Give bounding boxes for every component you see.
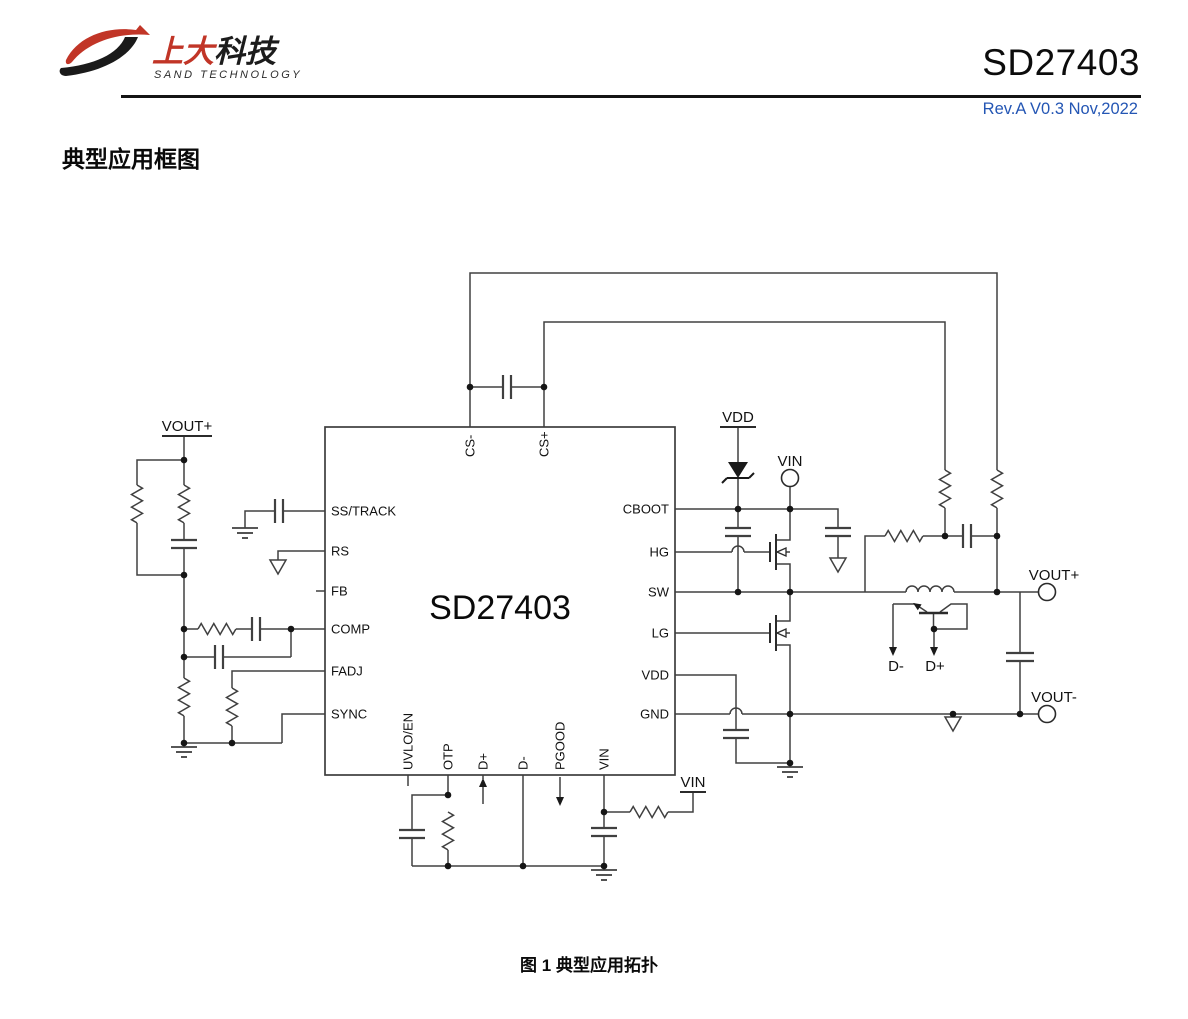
net-label-vout-minus: VOUT-: [1031, 689, 1077, 706]
vout-plus-terminal: [1037, 582, 1057, 602]
pin-label-fadj: FADJ: [331, 664, 363, 679]
bootstrap-zener-diode: [721, 462, 755, 484]
d-plus-pin-arrow: [479, 778, 487, 787]
pin-label-uvlo-en: UVLO/EN: [401, 713, 416, 770]
pin-label-vdd: VDD: [642, 668, 669, 683]
pin-label-hg: HG: [650, 545, 670, 560]
net-label-vdd: VDD: [722, 409, 754, 426]
logo-s-black-swoosh: [59, 37, 139, 76]
terminals: [162, 426, 1057, 793]
pin-label-rs: RS: [331, 544, 349, 559]
junction-dots: [180, 383, 1024, 870]
header-rule: [121, 95, 1141, 98]
resistor: [884, 528, 924, 544]
capacitor: [725, 526, 751, 538]
pin-label-sw: SW: [648, 585, 670, 600]
capacitor: [273, 499, 285, 523]
resistor: [176, 677, 192, 717]
net-label-vout-plus-left: VOUT+: [162, 418, 213, 435]
earth-ground-symbol: [591, 866, 617, 881]
resistor: [197, 621, 237, 637]
temp-sense-transistor: [913, 603, 948, 615]
vout-minus-terminal: [1037, 704, 1057, 724]
circuit-wires: [136, 272, 1038, 867]
capacitor: [501, 375, 513, 399]
resistor: [224, 687, 240, 727]
pin-label-d-plus: D+: [476, 753, 491, 770]
resistor: [129, 484, 145, 524]
capacitor: [961, 524, 973, 548]
pin-label-fb: FB: [331, 584, 348, 599]
pin-label-cs-plus: CS+: [537, 431, 552, 457]
ic-body: [324, 426, 676, 776]
d-plus-sense-arrow: [930, 647, 938, 656]
pin-label-gnd: GND: [640, 707, 669, 722]
low-side-mosfet: [769, 615, 787, 651]
ic-part-number: SD27403: [429, 589, 571, 627]
resistor: [989, 469, 1005, 509]
pin-label-comp: COMP: [331, 622, 370, 637]
pin-label-cboot: CBOOT: [623, 502, 669, 517]
pin-label-ss-track: SS/TRACK: [331, 504, 396, 519]
revision-text: Rev.A V0.3 Nov,2022: [982, 100, 1138, 118]
pin-label-vin: VIN: [597, 748, 612, 770]
resistor: [629, 804, 669, 820]
product-title: SD27403: [982, 42, 1140, 83]
pin-label-otp: OTP: [441, 743, 456, 770]
inductor-coil: [905, 585, 955, 593]
net-label-vin-top: VIN: [777, 453, 802, 470]
capacitor: [171, 538, 197, 550]
pin-label-sync: SYNC: [331, 707, 367, 722]
logo-cn-black: 科技: [214, 34, 280, 69]
pin-label-d-minus: D-: [516, 756, 531, 770]
net-label-vout-plus-right: VOUT+: [1029, 567, 1080, 584]
capacitor: [1006, 651, 1034, 663]
vin-terminal: [780, 468, 800, 488]
net-label-vin-bottom: VIN: [680, 774, 705, 791]
section-title: 典型应用框图: [62, 146, 200, 172]
ground-symbols: [171, 527, 963, 881]
logo-cn-red: 上大: [152, 34, 218, 69]
net-label-d-minus: D-: [888, 658, 904, 675]
net-label-d-plus: D+: [925, 658, 945, 675]
resistor: [440, 811, 456, 851]
resistors: [129, 469, 1005, 851]
capacitor: [250, 617, 262, 641]
figure-caption: 图 1 典型应用拓扑: [520, 956, 658, 975]
logo-company-name: 上大科技: [152, 34, 280, 69]
logo-s-red-swoosh: [65, 25, 150, 65]
pin-label-cs-minus: CS-: [463, 435, 478, 457]
resistor: [176, 484, 192, 524]
signal-ground-symbol: [828, 557, 848, 574]
capacitor: [591, 826, 617, 838]
logo-graphic: 上大科技 SAND TECHNOLOGY: [59, 25, 302, 81]
capacitor: [723, 728, 749, 740]
capacitors: [171, 375, 1034, 840]
capacitor: [213, 645, 225, 669]
company-logo: 上大科技 SAND TECHNOLOGY: [56, 24, 306, 95]
signal-arrows: [479, 647, 938, 806]
earth-ground-symbol: [232, 527, 258, 539]
pgood-pin-arrow: [556, 797, 564, 806]
capacitor: [825, 526, 851, 538]
resistor: [937, 469, 953, 509]
pin-label-lg: LG: [652, 626, 669, 641]
pin-label-pgood: PGOOD: [553, 722, 568, 770]
high-side-mosfet: [769, 534, 787, 570]
d-minus-sense-arrow: [889, 647, 897, 656]
capacitor: [399, 828, 425, 840]
signal-ground-symbol: [268, 559, 288, 576]
logo-company-name-en: SAND TECHNOLOGY: [154, 69, 302, 81]
